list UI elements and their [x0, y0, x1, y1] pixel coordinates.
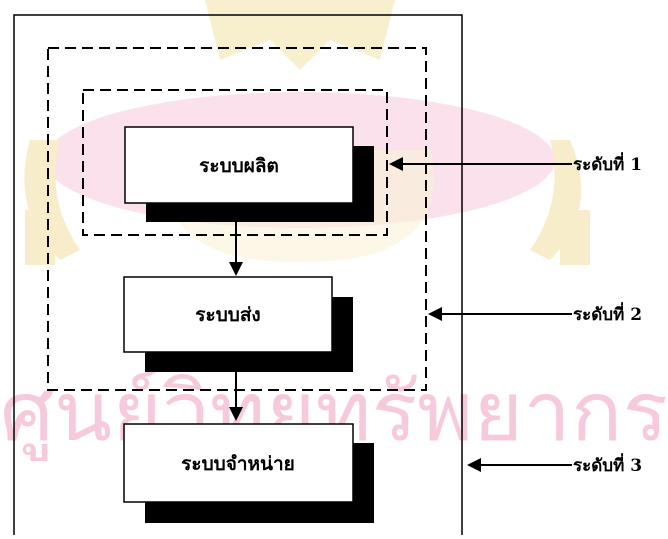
level3-pointer-arrowhead [467, 458, 481, 472]
production-box-label: ระบบผลิต [199, 155, 279, 177]
level2-label: ระดับที่ 2 [573, 302, 642, 325]
transmission-box-label: ระบบส่ง [195, 304, 260, 326]
arrow-head-1 [229, 262, 243, 276]
level3-label: ระดับที่ 3 [573, 453, 642, 476]
level2-pointer-arrowhead [428, 307, 442, 321]
distribution-box-label: ระบบจำหน่าย [181, 453, 295, 475]
level1-label: ระดับที่ 1 [573, 152, 642, 175]
